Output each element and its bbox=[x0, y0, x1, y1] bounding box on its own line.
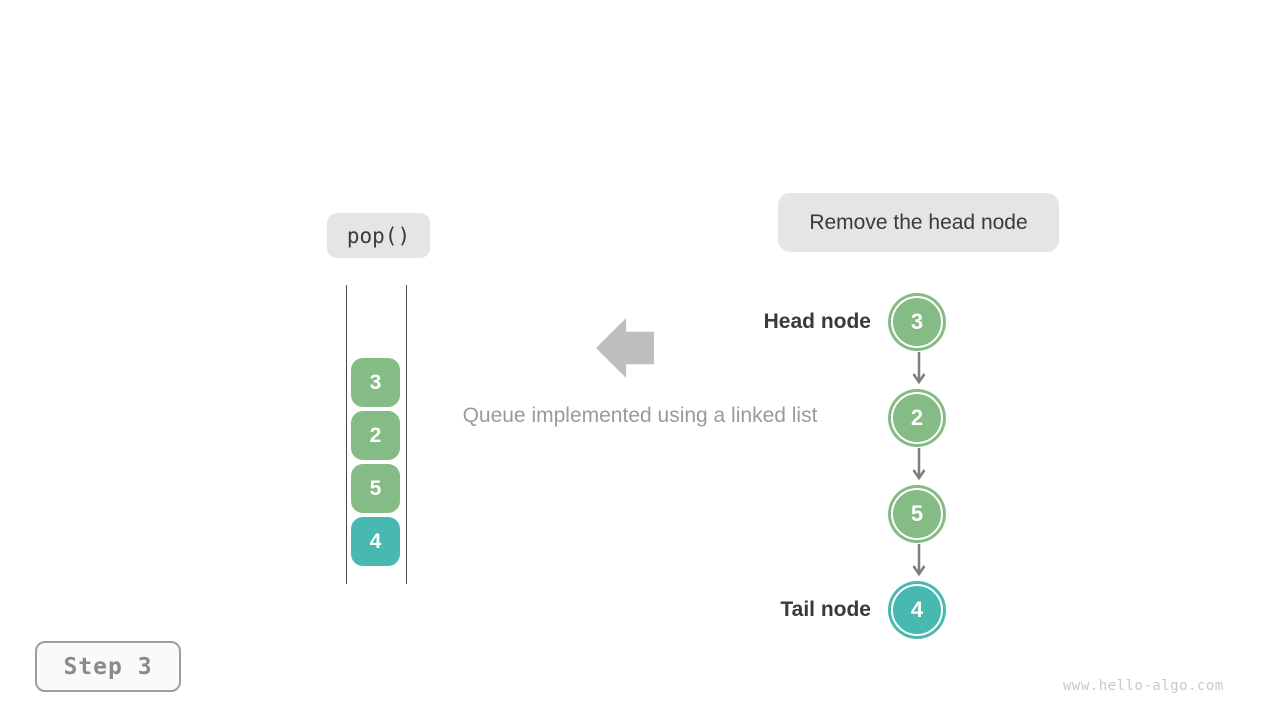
tail-node-label: Tail node bbox=[780, 598, 871, 621]
pop-operation-label: pop() bbox=[346, 223, 411, 248]
arrow-down-icon bbox=[912, 352, 926, 385]
remove-head-annotation-label: Remove the head node bbox=[809, 210, 1028, 234]
watermark-url: www.hello-algo.com bbox=[1063, 678, 1224, 694]
arrow-down-icon bbox=[912, 544, 926, 577]
linked-list-node: 4 bbox=[891, 584, 943, 636]
step-badge: Step 3 bbox=[35, 641, 181, 692]
queue-array-container: 3 2 5 4 bbox=[346, 285, 407, 584]
pop-operation-badge: pop() bbox=[327, 213, 430, 258]
queue-item: 3 bbox=[351, 358, 400, 407]
arrow-down-icon bbox=[912, 448, 926, 481]
remove-head-annotation-badge: Remove the head node bbox=[778, 193, 1059, 252]
linked-list-node: 5 bbox=[891, 488, 943, 540]
queue-item: 2 bbox=[351, 411, 400, 460]
head-node-label: Head node bbox=[763, 310, 871, 333]
queue-item: 5 bbox=[351, 464, 400, 513]
step-badge-label: Step 3 bbox=[63, 653, 153, 680]
diagram-caption: Queue implemented using a linked list bbox=[462, 404, 818, 427]
linked-list-node: 2 bbox=[891, 392, 943, 444]
linked-list-node: 3 bbox=[891, 296, 943, 348]
queue-item: 4 bbox=[351, 517, 400, 566]
